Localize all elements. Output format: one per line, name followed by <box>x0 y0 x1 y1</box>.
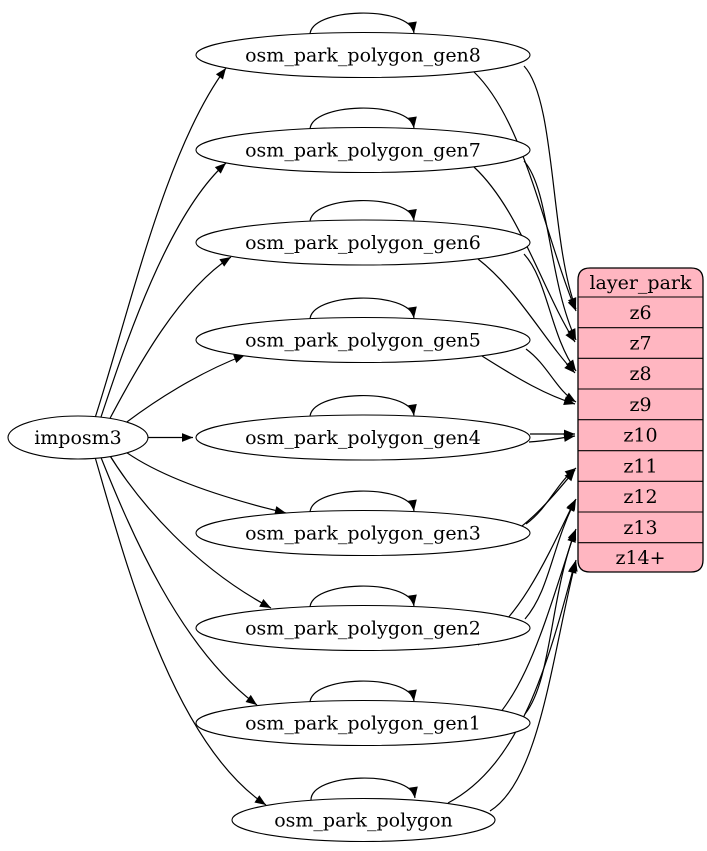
edge-gen4-to-z10-b <box>528 433 576 443</box>
gen7-ellipse <box>195 126 531 174</box>
node-osm-park-polygon: osm_park_polygon <box>231 797 496 843</box>
gen2-ellipse <box>195 604 531 652</box>
node-osm-park-polygon-gen5: osm_park_polygon_gen5 <box>195 316 531 364</box>
edge-gen2-to-z12 <box>524 498 577 620</box>
row-z12: z12 <box>623 486 657 508</box>
row-z7: z7 <box>629 333 651 355</box>
edge-imposm3-to-gen6 <box>106 256 232 425</box>
edge-gen7-to-z7-b <box>473 166 576 343</box>
edge-gen6-to-z8 <box>523 253 577 372</box>
edge-imposm3-to-gen5 <box>118 354 246 429</box>
row-z8: z8 <box>629 363 651 385</box>
edge-imposm3-to-gen7 <box>99 162 227 421</box>
row-z6: z6 <box>629 302 651 324</box>
row-z13: z13 <box>623 517 657 539</box>
edge-imposm3-to-gen1 <box>99 454 258 706</box>
node-osm-park-polygon-gen3: osm_park_polygon_gen3 <box>195 509 531 557</box>
edge-imposm3-to-polygon <box>94 456 267 806</box>
self-loop-gen2 <box>309 585 417 610</box>
edge-gen6-to-z8-b <box>477 258 576 374</box>
gen4-ellipse <box>195 414 531 461</box>
row-z9: z9 <box>629 394 651 416</box>
node-osm-park-polygon-gen8: osm_park_polygon_gen8 <box>195 31 531 79</box>
self-loop-gen6 <box>309 200 417 224</box>
polygon-label: osm_park_polygon <box>274 810 453 832</box>
node-layer-park: layer_park z6 z7 z8 z9 z10 z11 z12 z13 z… <box>577 267 704 573</box>
self-loop-gen4 <box>309 395 417 419</box>
edge-imposm3-to-gen2 <box>106 450 272 609</box>
gen3-label: osm_park_polygon_gen3 <box>245 523 481 545</box>
self-loop-gen8 <box>309 12 417 37</box>
edge-gen5-to-z9-b <box>481 355 576 405</box>
node-imposm3: imposm3 <box>7 415 149 460</box>
gen6-label: osm_park_polygon_gen6 <box>245 232 481 254</box>
self-loop-gen3 <box>309 490 417 515</box>
edge-polygon-to-z14-b <box>447 561 577 804</box>
edge-gen8-to-z6-b <box>473 71 577 312</box>
gen1-ellipse <box>195 699 531 747</box>
imposm3-label: imposm3 <box>34 427 122 449</box>
row-z14: z14+ <box>615 547 665 569</box>
node-osm-park-polygon-gen2: osm_park_polygon_gen2 <box>195 604 531 652</box>
edge-polygon-to-z14 <box>489 559 578 812</box>
edge-imposm3-to-gen3 <box>118 446 287 515</box>
gen7-label: osm_park_polygon_gen7 <box>245 140 481 162</box>
gen8-label: osm_park_polygon_gen8 <box>245 45 481 67</box>
edge-gen1-to-z13 <box>524 528 577 715</box>
edge-imposm3-to-gen8 <box>94 67 227 419</box>
row-z10: z10 <box>623 425 657 447</box>
self-loop-polygon <box>310 777 418 802</box>
edge-gen5-to-z9 <box>525 348 577 403</box>
node-osm-park-polygon-gen7: osm_park_polygon_gen7 <box>195 126 531 174</box>
self-loop-gen5 <box>309 297 417 322</box>
node-osm-park-polygon-gen4: osm_park_polygon_gen4 <box>195 414 531 461</box>
edges-from-source <box>94 67 287 806</box>
gen6-ellipse <box>195 219 531 266</box>
gen2-label: osm_park_polygon_gen2 <box>245 618 481 640</box>
self-loop-edges <box>309 12 418 802</box>
gen8-ellipse <box>195 31 531 79</box>
self-loop-gen1 <box>309 680 417 705</box>
gen5-label: osm_park_polygon_gen5 <box>245 330 481 352</box>
node-osm-park-polygon-gen1: osm_park_polygon_gen1 <box>195 699 531 747</box>
self-loop-gen7 <box>309 107 417 132</box>
node-osm-park-polygon-gen6: osm_park_polygon_gen6 <box>195 219 531 266</box>
row-z11: z11 <box>623 456 657 478</box>
gen4-label: osm_park_polygon_gen4 <box>245 427 481 449</box>
gen5-ellipse <box>195 316 531 364</box>
gen3-ellipse <box>195 509 531 557</box>
imposm3-ellipse <box>7 415 149 460</box>
layer-park-title: layer_park <box>589 272 692 294</box>
edge-gen7-to-z7 <box>523 160 577 341</box>
polygon-ellipse <box>231 797 496 843</box>
edge-gen8-to-z6 <box>523 65 577 310</box>
edges-to-layer <box>447 65 578 812</box>
gen1-label: osm_park_polygon_gen1 <box>245 713 481 735</box>
